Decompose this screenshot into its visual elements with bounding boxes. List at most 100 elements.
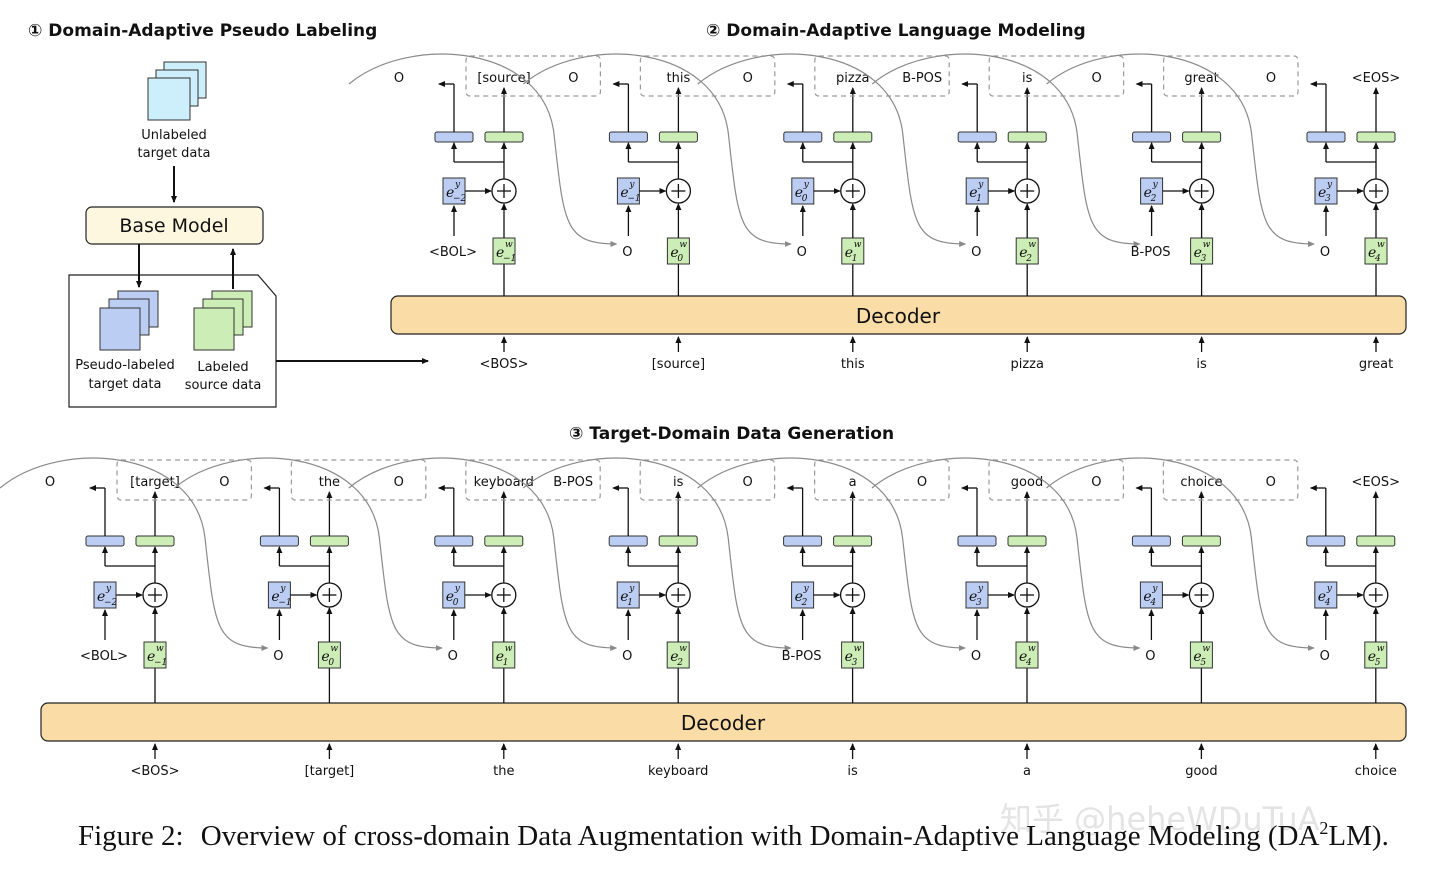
word-output-bar [309, 535, 349, 547]
decoder-box-2 [40, 702, 1407, 742]
label-embedding-symbol: e [1318, 589, 1326, 605]
input-label: O [448, 649, 458, 664]
input-token: good [1185, 764, 1217, 779]
label-embedding-symbol: e [969, 185, 977, 201]
token-pair-dashed-box [465, 459, 601, 501]
pseudo-label-line1: Pseudo-labeled [75, 358, 174, 373]
output-label: O [394, 475, 404, 490]
output-word: the [319, 475, 340, 490]
input-label: O [1145, 649, 1155, 664]
label-embedding-superscript: y [977, 180, 984, 190]
label-output-bar [1306, 131, 1346, 143]
word-embedding-superscript: w [1028, 240, 1036, 250]
word-embedding-subscript: 2 [1025, 254, 1032, 264]
word-embedding-subscript: 4 [1374, 254, 1381, 264]
input-label: B-POS [1131, 245, 1171, 260]
output-label: O [742, 475, 752, 490]
word-embedding-subscript: 1 [852, 254, 858, 264]
input-label: <BOL> [429, 245, 477, 260]
output-label: O [45, 475, 55, 490]
label-embedding-superscript: y [1326, 584, 1333, 594]
output-word: [target] [130, 475, 180, 490]
label-embedding-symbol: e [969, 589, 977, 605]
word-embedding-subscript: 0 [328, 658, 334, 668]
label-embedding-subscript: 4 [1149, 598, 1156, 608]
label-embedding-superscript: y [803, 180, 810, 190]
section1-pseudo-labeling: ① Domain-Adaptive Pseudo Labeling Unlabe… [28, 21, 429, 408]
word-embedding-subscript: 0 [677, 254, 683, 264]
token-pair-dashed-box [639, 459, 776, 501]
label-output-bar [259, 535, 299, 547]
word-output-bar [1181, 535, 1221, 547]
label-embedding-subscript: 3 [976, 598, 982, 608]
section3-title: ③ Target-Domain Data Generation [569, 424, 894, 444]
word-output-bar [1182, 131, 1222, 143]
label-embedding-subscript: 1 [976, 194, 982, 204]
input-token: is [847, 764, 858, 779]
output-label: B-POS [553, 475, 593, 490]
token-pair-dashed-box [465, 55, 601, 97]
feedback-curve-arrow [1046, 53, 1315, 247]
token-pair-dashed-box [1162, 55, 1299, 97]
label-embedding-superscript: y [105, 584, 112, 594]
word-embedding-superscript: w [505, 644, 513, 654]
feedback-curve-arrow [348, 457, 618, 651]
output-word: keyboard [474, 475, 534, 490]
word-embedding-superscript: w [330, 644, 338, 654]
decoder-label-1: Decoder [856, 304, 941, 328]
unlabeled-label-line1: Unlabeled [141, 128, 206, 143]
output-label: O [1266, 475, 1276, 490]
label-output-bar [434, 535, 474, 547]
output-word: pizza [836, 71, 869, 86]
label-embedding-subscript: 1 [627, 598, 633, 608]
feedback-curve-arrow [523, 53, 792, 247]
word-embedding-superscript: w [679, 240, 687, 250]
label-embedding-superscript: y [803, 584, 810, 594]
label-output-bar [1306, 535, 1346, 547]
input-token: a [1023, 764, 1031, 779]
token-pair-dashed-box [116, 459, 252, 501]
token-pair-dashed-box [814, 55, 950, 97]
token-pair-dashed-box [988, 55, 1125, 97]
word-embedding-subscript: −1 [503, 254, 516, 264]
word-embedding-symbol: e [496, 245, 504, 261]
caption-sup: 2 [1319, 818, 1328, 838]
word-output-bar [1007, 131, 1047, 143]
feedback-curve-arrow [697, 53, 967, 247]
word-embedding-superscript: w [505, 240, 513, 250]
label-embedding-superscript: y [279, 584, 286, 594]
label-embedding-symbol: e [620, 589, 628, 605]
word-output-bar [833, 131, 873, 143]
input-token: is [1196, 357, 1207, 372]
output-word: <EOS> [1352, 475, 1400, 490]
label-embedding-symbol: e [795, 589, 803, 605]
feedback-curve-arrow [348, 53, 618, 247]
output-label: O [1091, 71, 1101, 86]
section3-data-generation: ③ Target-Domain Data Generation Decoder … [0, 424, 1407, 779]
word-embedding-superscript: w [1202, 644, 1210, 654]
labeled-label-line1: Labeled [197, 360, 248, 375]
feedback-curve-arrow [522, 457, 792, 651]
input-label: O [622, 649, 632, 664]
word-embedding-superscript: w [854, 644, 862, 654]
word-embedding-superscript: w [156, 644, 164, 654]
word-output-bar [1356, 131, 1396, 143]
word-output-bar [135, 535, 175, 547]
word-embedding-superscript: w [679, 644, 687, 654]
label-embedding-subscript: 2 [801, 598, 808, 608]
label-embedding-subscript: 0 [453, 598, 459, 608]
input-label: <BOL> [80, 649, 128, 664]
word-embedding-subscript: 4 [1025, 658, 1032, 668]
word-embedding-subscript: 3 [852, 658, 858, 668]
output-word: this [667, 71, 691, 86]
label-embedding-symbol: e [1318, 185, 1326, 201]
base-model-label: Base Model [119, 215, 228, 237]
label-embedding-superscript: y [1152, 180, 1159, 190]
word-output-bar [484, 131, 524, 143]
